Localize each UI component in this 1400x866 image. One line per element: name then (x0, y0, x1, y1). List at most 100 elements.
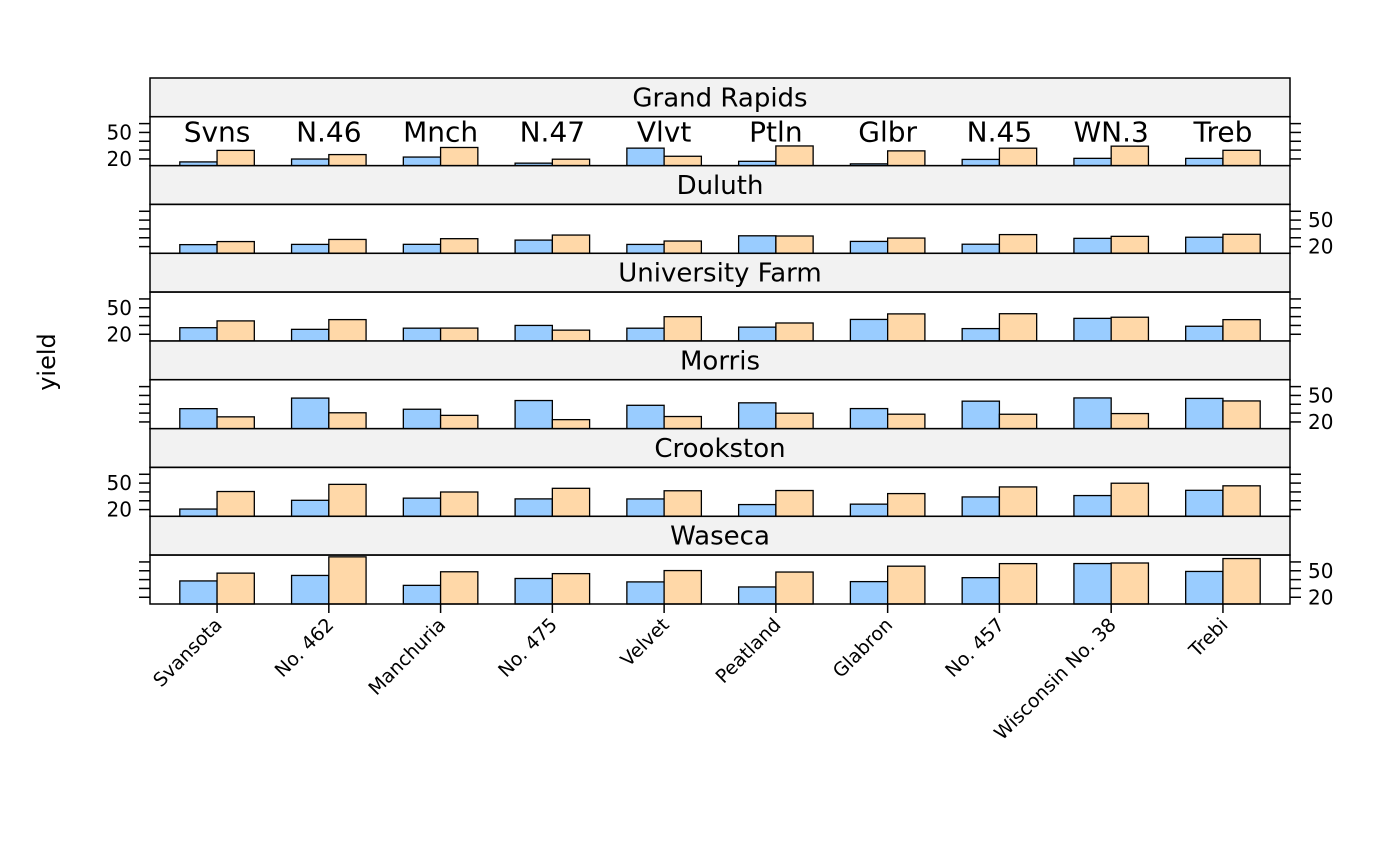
bar (961, 327, 1001, 342)
bar (849, 407, 889, 430)
bar (626, 327, 665, 342)
bar (886, 565, 926, 605)
x-tick-label: Svansota (149, 614, 227, 692)
bar (961, 400, 1001, 430)
bar (1073, 157, 1112, 167)
bar (961, 577, 1001, 605)
bar (328, 318, 367, 342)
y-tick-label: 50 (107, 120, 132, 144)
y-tick-label: 50 (107, 296, 132, 320)
bar (179, 580, 218, 605)
bar (1185, 489, 1224, 517)
bar (998, 313, 1038, 342)
bar (1185, 570, 1224, 605)
bar (961, 496, 1001, 517)
bar (551, 329, 591, 342)
bar (439, 238, 479, 254)
y-axis-label: yield (33, 333, 61, 391)
x-tick-label: Velvet (616, 614, 673, 671)
y-tick-label: 20 (1308, 235, 1333, 259)
bar-annotation: N.46 (296, 116, 361, 149)
bar (626, 147, 665, 167)
strip-label: Waseca (670, 522, 770, 552)
bar (402, 408, 442, 430)
bar (775, 571, 814, 605)
bar (775, 412, 814, 430)
bar (998, 413, 1038, 430)
bar (626, 581, 665, 605)
bar (551, 158, 591, 167)
bar (1073, 562, 1112, 605)
bar (551, 487, 591, 517)
bar (439, 414, 479, 430)
strip-label: Morris (680, 346, 760, 376)
strip-0 (149, 77, 1291, 118)
bar (1222, 400, 1261, 430)
bar (886, 313, 926, 342)
bar (849, 318, 889, 342)
bar (1222, 557, 1261, 605)
bar (1073, 237, 1112, 254)
bar (886, 413, 926, 430)
bar (328, 556, 367, 605)
y-tick-label: 20 (1308, 585, 1333, 609)
bar (402, 327, 442, 342)
bar (1110, 412, 1150, 430)
bar-annotation: Vlvt (637, 116, 692, 149)
bar (439, 146, 479, 167)
bar (514, 239, 554, 254)
bar (439, 491, 479, 517)
bar (961, 158, 1001, 167)
bar (886, 150, 926, 167)
bar-annotation: N.45 (967, 116, 1032, 149)
bar (290, 574, 330, 605)
y-tick-label: 50 (1308, 383, 1333, 407)
bar (849, 580, 889, 605)
bar (663, 316, 703, 342)
y-tick-label: 20 (1308, 410, 1333, 434)
bar (216, 416, 255, 430)
bar (626, 404, 665, 430)
bar (179, 327, 218, 342)
bar (402, 156, 442, 167)
bar (439, 327, 479, 342)
bar (1110, 482, 1150, 517)
bar (1110, 235, 1150, 254)
bar (1073, 494, 1112, 517)
bar (849, 240, 889, 254)
bar (402, 497, 442, 517)
bar (290, 158, 330, 167)
bar (290, 243, 330, 254)
bar (402, 584, 442, 605)
bar (1222, 149, 1261, 167)
bar (290, 499, 330, 517)
x-tick-label: Manchuria (364, 614, 450, 700)
bar (775, 322, 814, 342)
bar (775, 145, 814, 167)
bar-annotation: Glbr (858, 116, 917, 149)
strip-label: University Farm (618, 259, 821, 289)
strip-1 (149, 164, 1291, 206)
bar (737, 402, 777, 430)
strip-label: Grand Rapids (632, 83, 807, 113)
y-tick-label: 20 (107, 498, 132, 522)
bar-annotation: N.47 (520, 116, 585, 149)
bar (216, 320, 255, 342)
bar (514, 324, 554, 342)
bar (849, 503, 889, 517)
bar (216, 490, 255, 517)
bar (961, 243, 1001, 254)
x-tick-label: Trebi (1184, 614, 1232, 662)
bar (663, 240, 703, 254)
bar (328, 412, 367, 430)
bar (886, 237, 926, 254)
bar (737, 235, 777, 254)
bar (998, 147, 1038, 167)
bar (514, 399, 554, 430)
x-tick-label: Wisconsin No. 38 (990, 614, 1121, 745)
bar (179, 408, 218, 430)
x-tick-label: No. 462 (271, 614, 339, 682)
bar (1185, 236, 1224, 254)
bar (663, 490, 703, 517)
bar (663, 415, 703, 430)
